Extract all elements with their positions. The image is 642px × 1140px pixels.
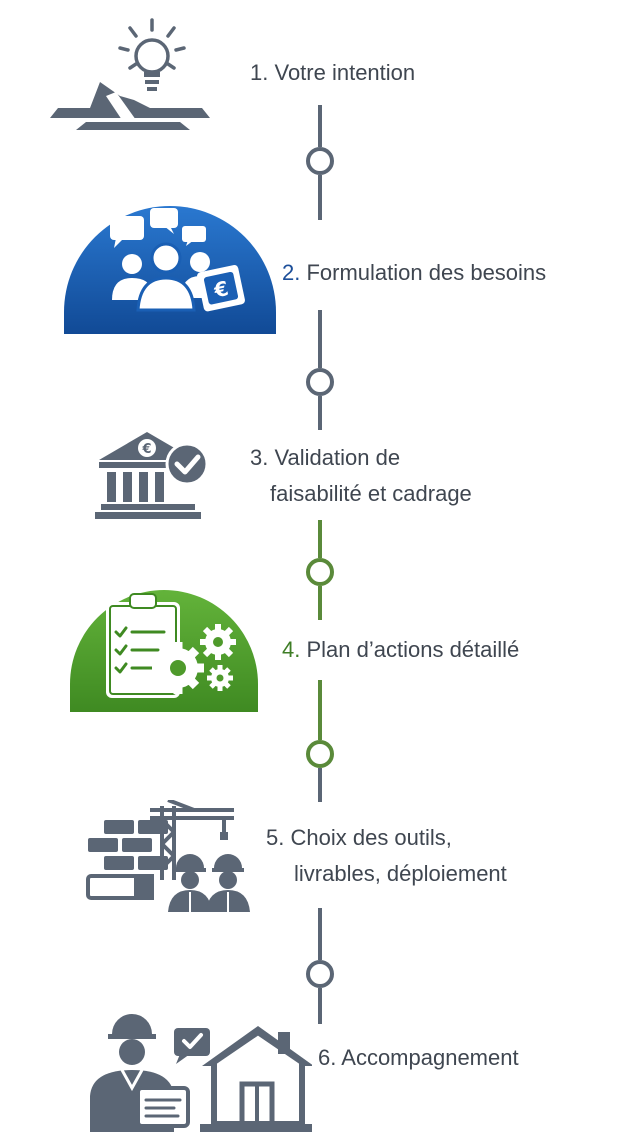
lightbulb-road-icon — [50, 18, 210, 130]
step-2-number: 2. — [282, 260, 301, 285]
connector-1 — [306, 105, 334, 220]
svg-text:€: € — [211, 276, 231, 303]
step-5-label: 5. Choix des outils, livrables, déploiem… — [266, 820, 507, 892]
step-6-title: Accompagnement — [341, 1045, 519, 1070]
step-1-number: 1. — [250, 60, 269, 85]
step-3-line1-row: 3. Validation de — [250, 440, 472, 476]
step-6-number: 6. — [318, 1045, 337, 1070]
svg-text:€: € — [141, 442, 151, 457]
step-3-number: 3. — [250, 445, 269, 470]
step-2-title: Formulation des besoins — [306, 260, 547, 285]
step-3-line1: Validation de — [274, 445, 401, 470]
step-1-label: 1. Votre intention — [250, 55, 415, 91]
people-chat-euro-icon: € — [64, 206, 276, 334]
connector-4 — [306, 680, 334, 802]
step-2-label: 2. Formulation des besoins — [282, 255, 546, 291]
step-4-label: 4. Plan d’actions détaillé — [282, 632, 519, 668]
step-1-title: Votre intention — [274, 60, 416, 85]
step-3-label: 3. Validation de faisabilité et cadrage — [250, 440, 472, 512]
connector-5 — [306, 908, 334, 1024]
step-3-line2: faisabilité et cadrage — [270, 481, 472, 506]
step-6-label: 6. Accompagnement — [318, 1040, 519, 1076]
connector-3 — [306, 520, 334, 620]
construction-workers-icon — [86, 800, 250, 912]
step-4-title: Plan d’actions détaillé — [306, 637, 520, 662]
step-5-line1: Choix des outils, — [290, 825, 452, 850]
step-4-number: 4. — [282, 637, 301, 662]
step-5-line1-row: 5. Choix des outils, — [266, 820, 507, 856]
connector-2 — [306, 310, 334, 430]
clipboard-gears-icon — [70, 590, 258, 712]
bank-euro-check-icon: € — [95, 432, 209, 519]
step-5-number: 5. — [266, 825, 285, 850]
step-5-line2: livrables, déploiement — [294, 861, 507, 886]
advisor-house-icon — [90, 1014, 312, 1132]
